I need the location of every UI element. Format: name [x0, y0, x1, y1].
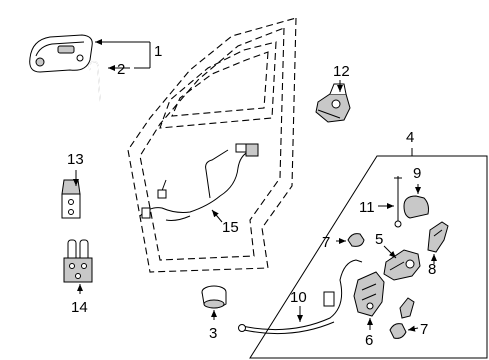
wiring-harness-part — [139, 143, 259, 221]
latch-actuator-part — [383, 249, 421, 281]
callout-8: 8 — [428, 261, 436, 278]
rod-part — [88, 61, 101, 103]
door-latch-part — [353, 271, 385, 317]
callout-11: 11 — [359, 199, 375, 216]
door-outline — [127, 17, 297, 273]
callout-1: 1 — [154, 43, 162, 60]
callout-7a: 7 — [322, 234, 330, 251]
release-cable-part — [238, 259, 363, 335]
lock-cover-part — [403, 195, 429, 219]
callout-6: 6 — [365, 332, 373, 349]
callout-13: 13 — [67, 151, 84, 168]
callout-12: 12 — [333, 63, 350, 80]
callout-5: 5 — [375, 231, 383, 248]
callout-2: 2 — [117, 61, 125, 78]
outside-handle-part — [29, 34, 93, 73]
grommet-part — [201, 285, 227, 309]
callout-15: 15 — [222, 219, 239, 236]
callout-4: 4 — [406, 129, 414, 146]
callout-14: 14 — [71, 299, 88, 316]
handle-bracket-part — [427, 221, 449, 253]
callout-3: 3 — [209, 325, 217, 342]
striker-bracket-part — [315, 83, 351, 123]
clip-upper-part — [347, 233, 365, 247]
callout-9: 9 — [413, 165, 421, 182]
callout-7b: 7 — [420, 321, 428, 338]
lock-assembly-box — [249, 155, 488, 359]
lower-hinge-part — [63, 239, 93, 283]
upper-hinge-part — [61, 179, 81, 219]
callout-10: 10 — [290, 289, 307, 306]
lock-rod-part — [394, 176, 402, 228]
clip-lower-part — [389, 297, 415, 339]
